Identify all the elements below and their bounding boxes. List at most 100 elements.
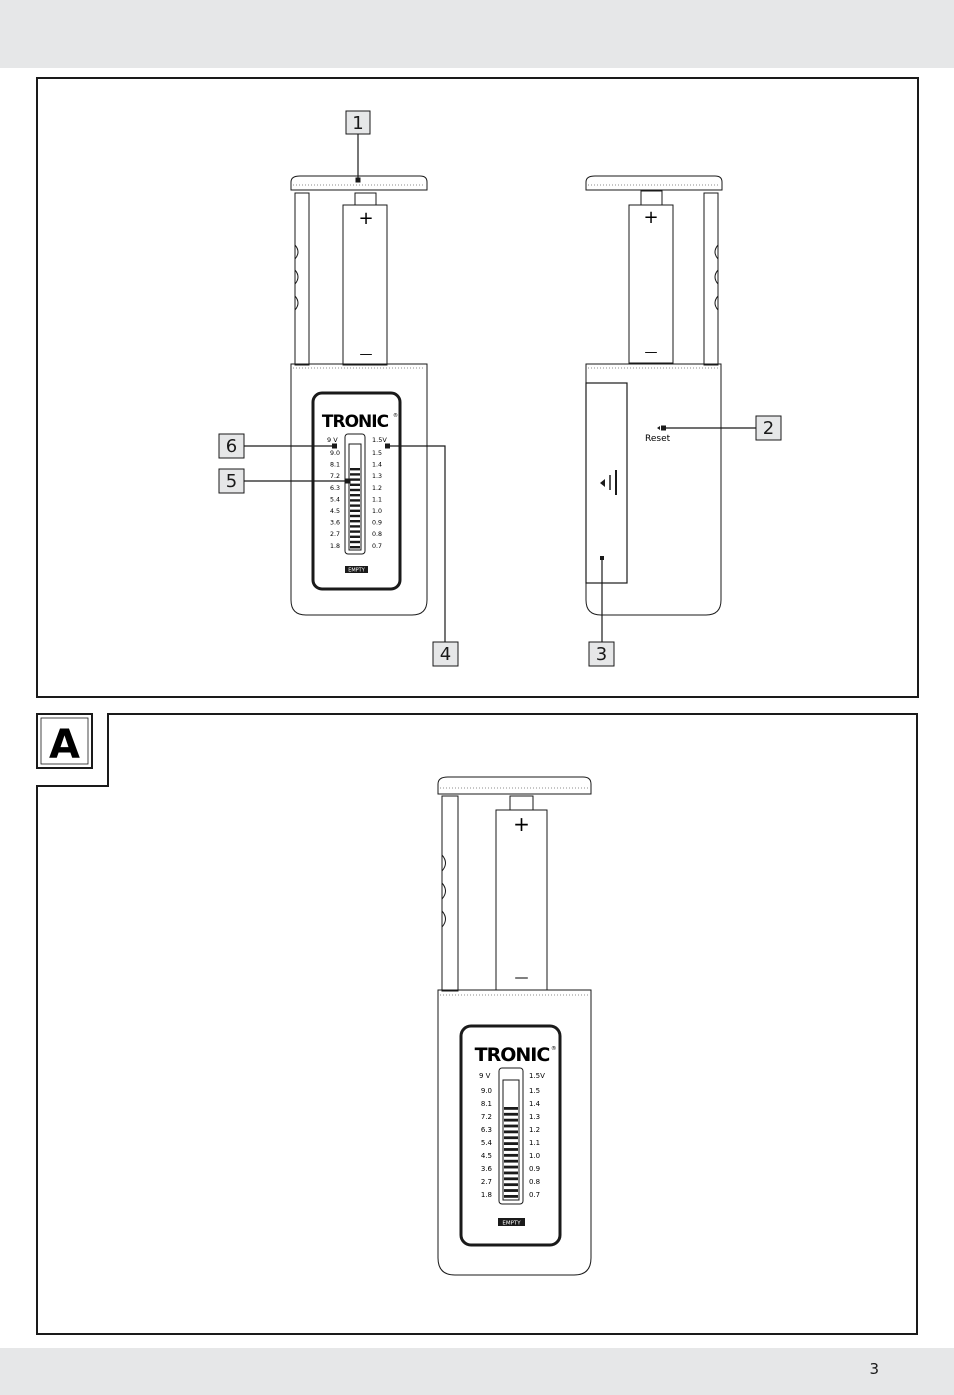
empty-label: EMPTY (348, 568, 366, 574)
level-bar (350, 525, 360, 528)
section-a-frame (36, 713, 918, 1335)
scale-label-1-5v: 0.9 (372, 520, 382, 527)
level-bar (350, 499, 360, 502)
level-bar (350, 514, 360, 518)
section-a-letter: A (49, 722, 80, 768)
callout-1: 1 (345, 110, 371, 183)
scale-label-9v-a: 1.8 (481, 1191, 492, 1199)
scale-label-9v-a: 2.7 (481, 1178, 492, 1186)
section-a-device: + — TRONIC ® 9 V 1.5V 9.08.17.26.35.44.5… (437, 776, 592, 1276)
level-bar (504, 1130, 518, 1134)
scale-label-1-5v: 1.0 (372, 508, 382, 515)
footer-band (0, 1348, 954, 1395)
scale-label-9v: 2.7 (330, 531, 340, 538)
level-bar (350, 483, 360, 486)
level-bar (504, 1148, 518, 1151)
level-bar (350, 504, 360, 507)
level-bar (350, 509, 360, 512)
scale-label-9v: 9.0 (330, 450, 340, 457)
scale-label-1-5v: 1.4 (372, 462, 382, 469)
level-bar (504, 1195, 518, 1198)
back-view-device: + — Reset (585, 175, 723, 616)
left-header: 9 V (327, 436, 338, 444)
page-number: 3 (869, 1360, 879, 1378)
right-header-a: 1.5V (529, 1072, 545, 1080)
level-bar (350, 535, 360, 538)
level-bar (350, 530, 360, 533)
level-bar (350, 494, 360, 497)
reset-label: Reset (645, 434, 671, 444)
scale-label-9v: 6.3 (330, 485, 340, 492)
brand-logo-a: TRONIC (475, 1044, 550, 1066)
scale-label-1-5v: 1.3 (372, 473, 382, 480)
level-bar (504, 1136, 518, 1140)
scale-label-9v: 1.8 (330, 543, 340, 550)
scale-label-1-5v-a: 0.8 (529, 1178, 540, 1186)
level-bar (504, 1124, 518, 1128)
scale-right: 1.5 1.4 1.3 1.2 1.1 1.0 0.9 0.8 0.7 (372, 450, 382, 550)
scale-label-9v: 3.6 (330, 520, 340, 527)
left-header-a: 9 V (479, 1072, 491, 1080)
battery-plus-a: + (513, 812, 530, 836)
level-bar (350, 478, 360, 481)
scale-label-1-5v-a: 0.9 (529, 1165, 540, 1173)
battery-plus: + (358, 208, 373, 229)
level-bars (350, 468, 360, 549)
header-band (0, 0, 954, 68)
svg-text:1: 1 (352, 113, 363, 134)
battery-minus-back: — (645, 345, 658, 360)
level-bar (504, 1165, 518, 1169)
scale-right-a: 1.51.41.31.21.11.00.90.80.7 (529, 1087, 541, 1199)
scale-label-1-5v: 1.2 (372, 485, 382, 492)
scale-label-1-5v: 1.1 (372, 496, 382, 503)
right-header: 1.5V (372, 436, 387, 444)
brand-mark-a: ® (551, 1045, 557, 1052)
callout-2: 2 (661, 415, 782, 441)
callout-6: 6 (218, 433, 337, 459)
level-bar (350, 520, 360, 523)
level-bar (504, 1153, 518, 1157)
scale-label-9v: 7.2 (330, 473, 340, 480)
brand-logo: TRONIC (322, 412, 389, 432)
scale-label-9v-a: 7.2 (481, 1113, 492, 1121)
scale-label-1-5v-a: 1.1 (529, 1139, 540, 1147)
svg-text:3: 3 (596, 644, 607, 665)
scale-label-9v-a: 3.6 (481, 1165, 493, 1173)
empty-label-a: EMPTY (502, 1221, 521, 1227)
level-bar (504, 1112, 518, 1116)
scale-label-1-5v-a: 1.2 (529, 1126, 540, 1134)
svg-text:6: 6 (226, 436, 237, 457)
battery-plus-back: + (643, 207, 658, 228)
svg-text:2: 2 (763, 418, 774, 439)
level-bar (504, 1142, 518, 1145)
level-bar (504, 1107, 518, 1110)
scale-left: 9.08.17.26.35.44.53.62.71.8 (330, 450, 340, 550)
callout-4: 4 (385, 443, 459, 667)
scale-label-1-5v-a: 0.7 (529, 1191, 540, 1199)
level-bar (350, 546, 360, 549)
scale-label-9v-a: 9.0 (481, 1087, 492, 1095)
level-bar (504, 1159, 518, 1163)
scale-label-9v: 5.4 (330, 496, 340, 503)
scale-label-9v-a: 4.5 (481, 1152, 492, 1160)
scale-label-9v-a: 5.4 (481, 1139, 493, 1147)
brand-mark: ® (393, 412, 398, 419)
level-bars-a (504, 1107, 518, 1198)
scale-label-1-5v-a: 1.4 (529, 1100, 541, 1108)
scale-label-9v-a: 8.1 (481, 1100, 492, 1108)
level-bar (504, 1118, 518, 1122)
svg-text:5: 5 (226, 471, 237, 492)
scale-label-1-5v: 0.7 (372, 543, 382, 550)
scale-label-1-5v: 1.5 (372, 450, 382, 457)
top-panel-frame (36, 77, 919, 698)
scale-left-a: 9.08.17.26.35.44.53.62.71.8 (481, 1087, 493, 1199)
front-view-device: + — TRONIC ® 9 V 1.5V 9.08.17.26.35.44.5… (290, 175, 428, 616)
scale-label-1-5v-a: 1.3 (529, 1113, 540, 1121)
level-bar (350, 488, 360, 492)
level-bar (504, 1189, 518, 1192)
scale-label-1-5v: 0.8 (372, 531, 382, 538)
speaker-icon (600, 470, 617, 495)
level-bar (504, 1177, 518, 1181)
section-a-badge: A (36, 713, 93, 769)
